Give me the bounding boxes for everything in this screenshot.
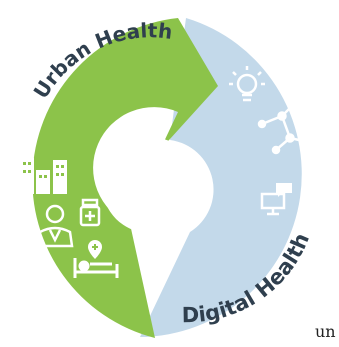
- medicine-bottle-icon: [79, 198, 101, 227]
- lightbulb-icon: [229, 66, 265, 102]
- chat-monitor-icon: [260, 183, 292, 216]
- network-icon: [257, 84, 313, 155]
- urban-health-segment: [32, 18, 219, 338]
- location-pin-icon: [88, 240, 102, 259]
- smartphone-icon: [302, 162, 322, 194]
- corner-partial-text: un: [315, 322, 336, 341]
- doctor-icon: [36, 204, 74, 248]
- center-hole: [102, 137, 198, 233]
- hospital-bed-icon: [73, 258, 119, 278]
- buildings-icon: [20, 158, 67, 194]
